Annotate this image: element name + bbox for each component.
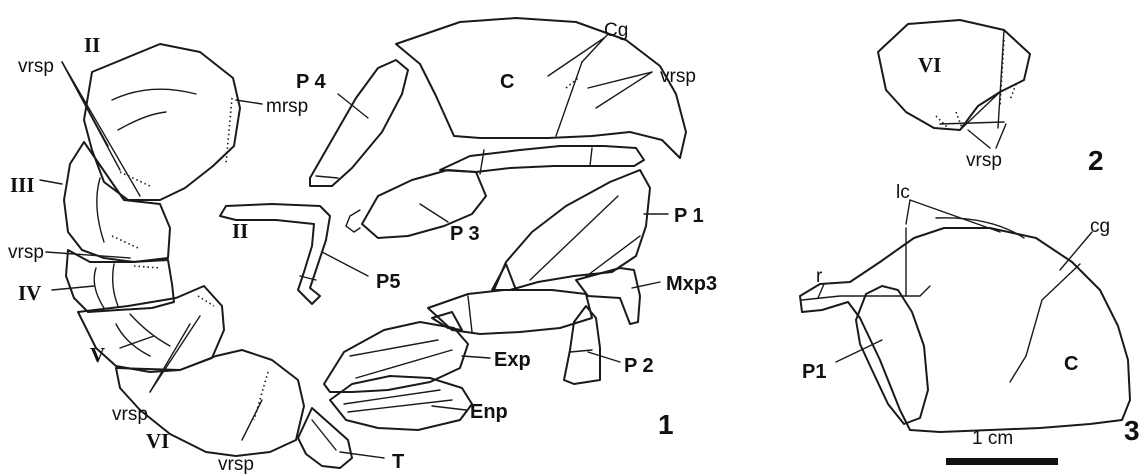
- label-vrsp: vrsp: [660, 66, 696, 87]
- label-vrsp: vrsp: [112, 404, 148, 425]
- label-vrsp: vrsp: [18, 56, 54, 77]
- label-carapace: C: [500, 71, 514, 93]
- label-vrsp-fig2: vrsp: [966, 150, 1002, 171]
- figure-number-1: 1: [658, 409, 674, 440]
- exopod-outline: [324, 322, 468, 392]
- segment-iii-outline: [64, 142, 170, 262]
- label-carapace-fig3: C: [1064, 353, 1078, 375]
- label-vrsp: vrsp: [218, 454, 254, 475]
- p2-outline: [564, 306, 600, 384]
- figure-number-3: 3: [1124, 415, 1140, 446]
- figure-1: II vrsp mrsp III vrsp IV V vrsp VI vrsp …: [8, 18, 717, 475]
- label-segment-vi: VI: [146, 429, 169, 453]
- segment-vi-outline-fig2: [878, 20, 1030, 130]
- figure-number-2: 2: [1088, 145, 1104, 176]
- label-mrsp: mrsp: [266, 96, 308, 117]
- p1-outline-fig3: [856, 286, 928, 424]
- label-lc: lc: [896, 182, 910, 203]
- figure-3: lc cg r P1 C 1 cm 3: [800, 182, 1140, 465]
- p1-outline: [494, 170, 650, 290]
- label-exopod: Exp: [494, 349, 531, 371]
- label-cg: Cg: [604, 20, 628, 41]
- scale-bar: [946, 458, 1058, 465]
- label-p1: P 1: [674, 205, 704, 227]
- label-segment-ii: II: [84, 33, 100, 57]
- label-p2: P 2: [624, 355, 654, 377]
- label-segment-ii-p5: II: [232, 219, 248, 243]
- label-cg-fig3: cg: [1090, 216, 1110, 237]
- label-segment-iii: III: [10, 173, 35, 197]
- label-segment-iv: IV: [18, 281, 41, 305]
- label-p1-fig3: P1: [802, 361, 826, 383]
- label-p5: P5: [376, 271, 400, 293]
- label-segment-v: V: [90, 343, 105, 367]
- label-endopod: Enp: [470, 401, 508, 423]
- carapace-outline: [396, 18, 686, 158]
- segment-vi-outline: [116, 350, 304, 456]
- label-segment-vi-fig2: VI: [918, 53, 941, 77]
- label-rostrum: r: [816, 266, 823, 287]
- label-mxp3: Mxp3: [666, 273, 717, 295]
- scale-bar-label: 1 cm: [972, 428, 1013, 449]
- figure-2: VI vrsp 2: [878, 20, 1104, 176]
- label-p4: P 4: [296, 71, 327, 93]
- label-vrsp: vrsp: [8, 242, 44, 263]
- label-telson: T: [392, 451, 404, 473]
- carapace-outline-fig3: [800, 228, 1130, 432]
- label-p3: P 3: [450, 223, 480, 245]
